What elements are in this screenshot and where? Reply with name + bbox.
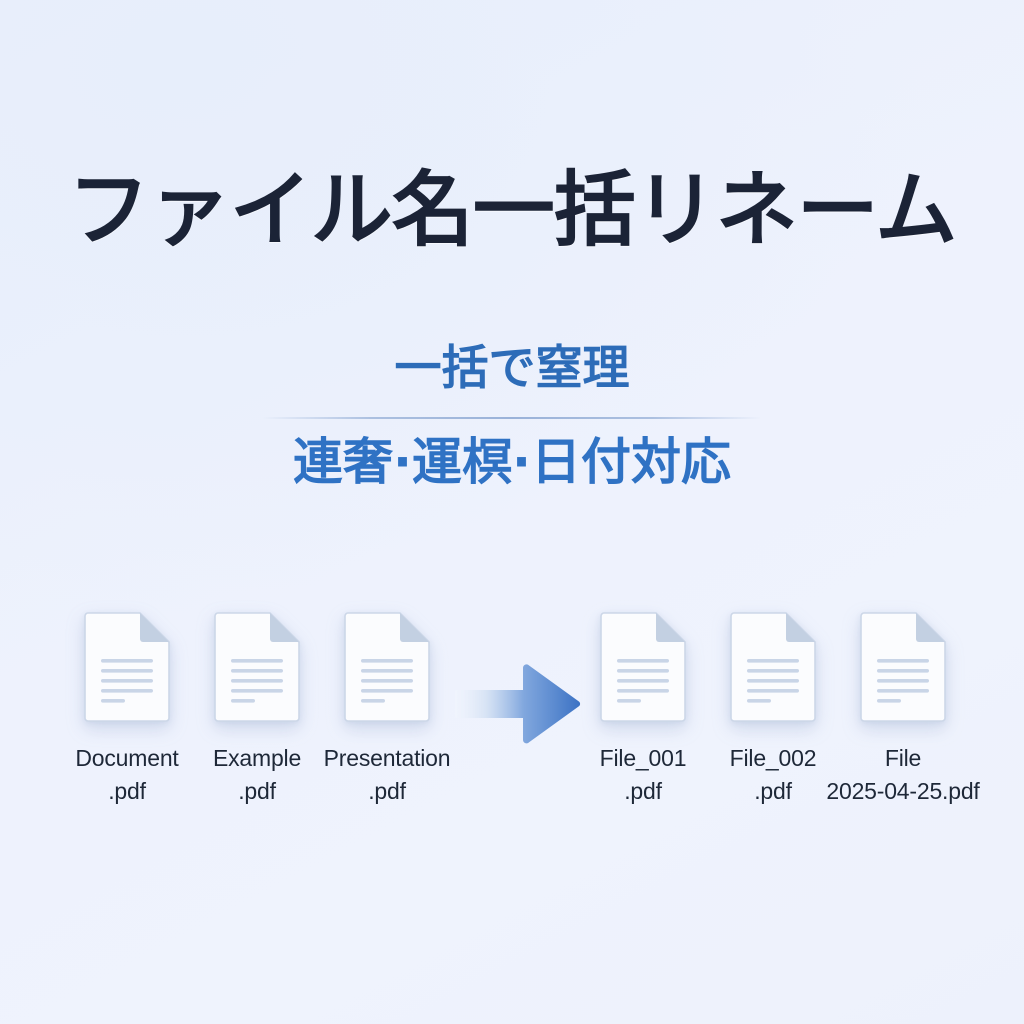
subtitle-secondary: 連奢·運榠·日付対応 [293,432,731,491]
arrow-right-icon [455,660,585,746]
subtitle-divider [262,416,762,419]
file-caption: Presentation .pdf [324,742,451,807]
list-item[interactable]: File_001 .pdf [578,612,708,807]
pdf-document-icon [730,612,816,722]
file-name: File_001 [599,745,687,771]
files-illustration: Document .pdf [0,612,1024,842]
page-title: ファイル名一括リネーム [67,163,958,258]
file-extension: .pdf [624,777,662,804]
pdf-document-icon [860,612,946,722]
pdf-document-icon [600,612,686,722]
file-name: File_002 [729,745,817,771]
pdf-document-icon [84,612,170,722]
file-name: Document [75,745,179,771]
file-name: Presentation [323,745,451,771]
list-item[interactable]: Example .pdf [192,612,322,807]
file-name: Example [212,745,302,771]
file-extension: .pdf [754,777,792,804]
file-extension: .pdf [368,777,406,804]
subtitle-block: 一括で窒理 連奢·運榠·日付対応 [0,341,1024,491]
list-item[interactable]: File 2025-04-25.pdf [826,612,980,807]
files-before-group: Document .pdf [62,612,452,807]
pdf-document-icon [214,612,300,722]
file-caption: File_001 .pdf [600,742,687,807]
file-caption: Example .pdf [213,742,301,807]
list-item[interactable]: Presentation .pdf [322,612,452,807]
file-extension: 2025-04-25.pdf [826,777,980,804]
file-extension: .pdf [108,777,146,804]
pdf-document-icon [344,612,430,722]
file-caption: Document .pdf [75,742,178,807]
file-caption: File_002 .pdf [730,742,817,807]
title-block: ファイル名一括リネーム [0,163,1024,258]
files-after-group: File_001 .pdf [578,612,980,807]
file-name: File [884,745,922,771]
list-item[interactable]: Document .pdf [62,612,192,807]
list-item[interactable]: File_002 .pdf [708,612,838,807]
subtitle-primary: 一括で窒理 [394,341,630,396]
file-caption: File 2025-04-25.pdf [826,742,979,807]
file-extension: .pdf [238,777,276,804]
